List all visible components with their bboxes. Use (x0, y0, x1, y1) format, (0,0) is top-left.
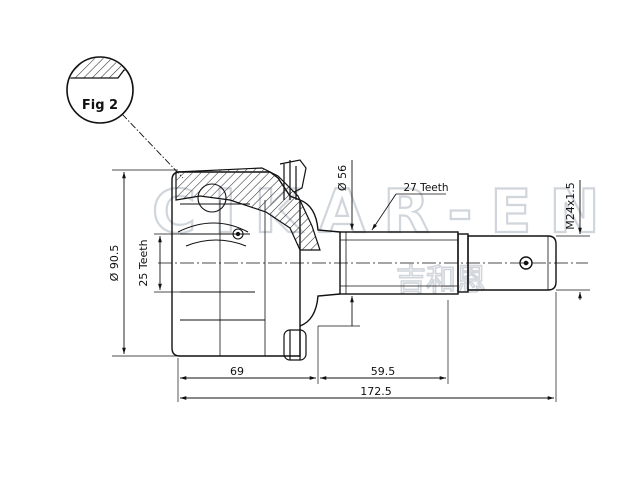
dim-shaft-diameter: Ø 56 (318, 160, 360, 327)
boot-grooves (279, 159, 307, 361)
dim-horizontal: 69 59.5 172.5 (177, 292, 557, 402)
watermark-brand-cn: 吉和恩 (396, 263, 486, 298)
spline-stem (339, 231, 557, 295)
inner-race (177, 183, 249, 247)
dim-thread: M24x1.5 (556, 180, 590, 300)
inner-teeth-label: 25 Teeth (137, 239, 150, 286)
bell-housing (171, 171, 301, 357)
neck (299, 199, 341, 327)
fig2-callout: Fig 2 (66, 56, 184, 179)
thread-label: M24x1.5 (564, 182, 577, 230)
fig2-hatched-detail (68, 58, 132, 79)
fig2-leader-line (121, 113, 184, 179)
length-body-label: 69 (230, 365, 244, 378)
dim-outer-diameter: Ø 90.5 (108, 169, 178, 357)
outer-diameter-label: Ø 90.5 (108, 245, 121, 282)
length-stem-label: 59.5 (371, 365, 396, 378)
dim-inner-teeth: 25 Teeth (137, 233, 188, 293)
fig2-label: Fig 2 (82, 98, 118, 113)
dim-spline-teeth: 27 Teeth (371, 182, 449, 231)
length-total-label: 172.5 (360, 385, 392, 398)
shaft-diameter-label: Ø 56 (336, 165, 349, 191)
spline-teeth-label: 27 Teeth (403, 182, 448, 194)
